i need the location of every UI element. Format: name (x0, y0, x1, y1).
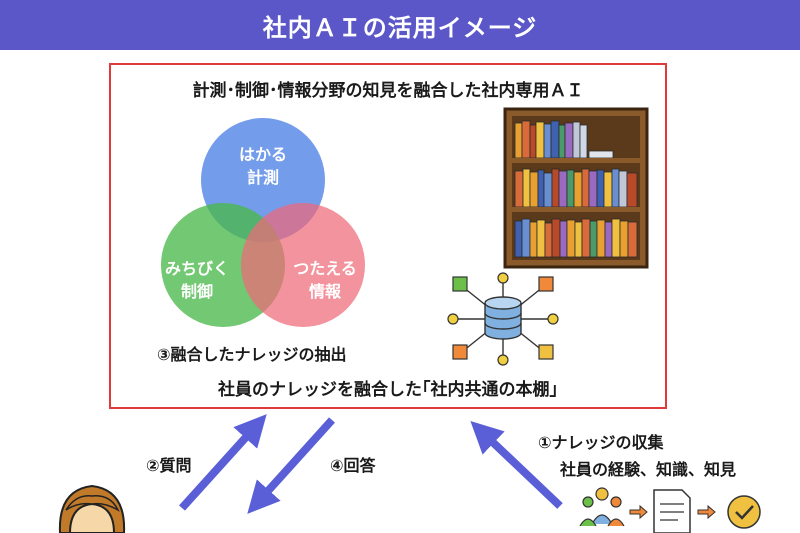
document-icon (653, 489, 691, 533)
bookshelf-label: 社員のナレッジを融合した｢社内共通の本棚｣ (218, 380, 558, 400)
question-arrow (179, 414, 267, 511)
page-title: 社内ＡＩの活用イメージ (262, 13, 538, 42)
checkmark-icon (727, 495, 761, 529)
collect-arrow (470, 420, 563, 509)
collect-detail: 社員の経験、知識、知見 (560, 460, 737, 479)
database-network-icon (447, 272, 559, 366)
group-people-icon (579, 487, 625, 527)
question-label: ②質問 (146, 456, 192, 475)
venn-label-left: みちびく 制御 (164, 259, 229, 301)
collection-flow-icons (579, 487, 761, 533)
venn-label-right: つたえる 情報 (293, 259, 357, 301)
venn-diagram (161, 118, 365, 327)
bookshelf-icon (503, 107, 649, 269)
answer-arrow (247, 417, 335, 514)
venn-label-top: はかる 計測 (238, 145, 287, 187)
box-heading: 計測･制御･情報分野の知見を融合した社内専用ＡＩ (192, 81, 584, 101)
collect-title: ①ナレッジの収集 (538, 433, 664, 452)
extract-label: ③融合したナレッジの抽出 (157, 345, 347, 364)
title-bar: 社内ＡＩの活用イメージ (0, 0, 800, 50)
answer-label: ④回答 (330, 456, 376, 475)
person-icon (58, 484, 126, 533)
main-box: 計測･制御･情報分野の知見を融合した社内専用ＡＩ はかる 計測 みちびく 制御 … (109, 63, 667, 409)
venn-circle-right (241, 203, 365, 327)
